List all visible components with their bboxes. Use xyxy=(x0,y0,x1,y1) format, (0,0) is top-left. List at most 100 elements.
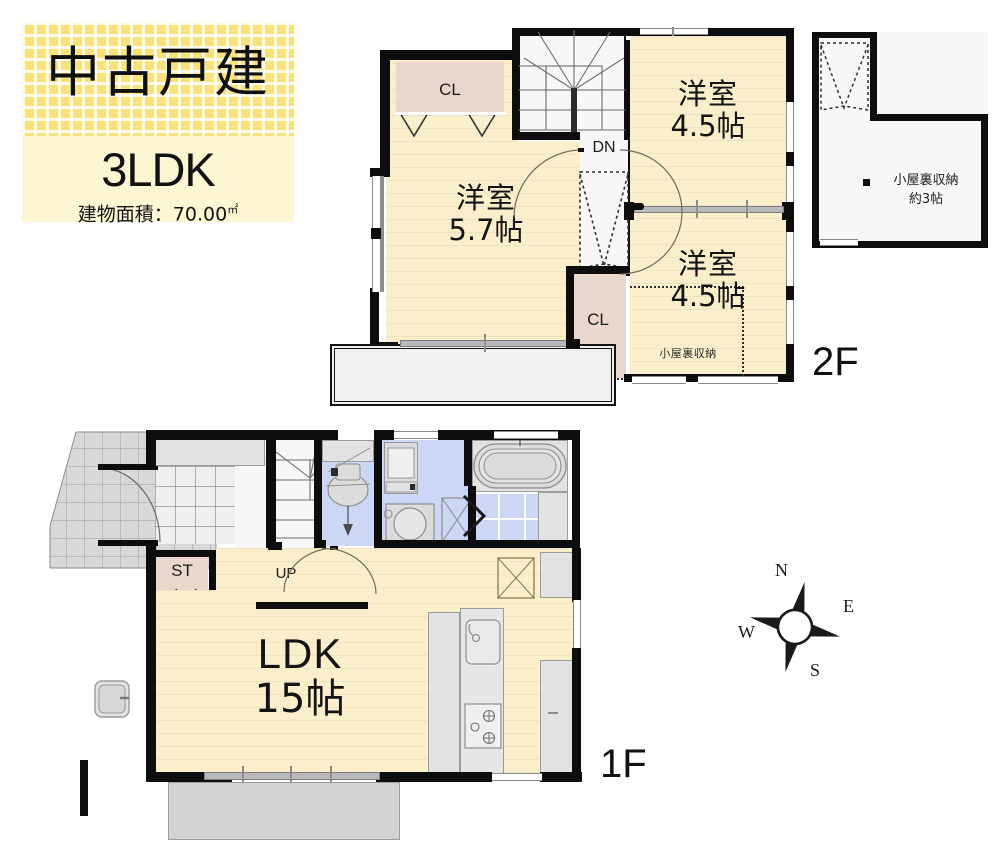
attic-window xyxy=(820,239,858,246)
wall-toilet-bottom xyxy=(314,540,326,548)
cabinet-handle xyxy=(548,712,558,714)
attic-inline-label: 小屋裏収納 xyxy=(659,347,717,360)
bedroom-45u-size: 4.5帖 xyxy=(670,109,746,144)
wall-2f-b xyxy=(380,50,390,176)
room-ldk xyxy=(156,590,578,780)
label-bedroom-45-lower: 洋室 4.5帖 xyxy=(630,248,786,313)
wall-45-right-b xyxy=(786,152,794,166)
badge-area-value: 建物面積：70.00 xyxy=(77,203,228,226)
attic-unit-body xyxy=(812,32,988,248)
window-1f-right xyxy=(573,600,581,652)
outdoor-sink-icon xyxy=(94,680,130,718)
shoe-cabinet xyxy=(155,438,265,466)
terrace-door-mark-b xyxy=(290,766,292,784)
attic-wall-right xyxy=(981,114,988,248)
partition-mark-b xyxy=(746,200,748,218)
window-bathroom xyxy=(494,431,558,439)
floor-label-2f: 2F xyxy=(812,340,859,384)
window-2f-left-lower xyxy=(372,238,381,292)
wall-1f-right-a xyxy=(572,548,581,602)
cabinet-1f-upper xyxy=(540,552,574,598)
window-mullion-45top xyxy=(672,27,674,36)
bathtub xyxy=(473,440,567,489)
wall-1f-hall-right xyxy=(266,430,276,550)
window-45-bottom-a xyxy=(632,376,686,384)
door-swing-toilet xyxy=(321,548,377,595)
closet-mid-label: CL xyxy=(587,310,609,329)
bedroom-45l-size: 4.5帖 xyxy=(670,279,746,314)
wall-2f-d xyxy=(370,168,379,177)
stairs-dn-label: DN xyxy=(592,139,616,156)
wall-1f-left-main xyxy=(146,588,156,780)
label-bedroom-45-upper: 洋室 4.5帖 xyxy=(630,78,786,143)
badge-title: 中古戸建 xyxy=(46,41,270,104)
wall-stair-right xyxy=(624,28,632,276)
window-45-lower xyxy=(786,232,794,288)
attic-wall-top xyxy=(812,32,876,38)
door-swing-stairs-1f xyxy=(283,548,337,593)
room-bedroom-45-lower xyxy=(630,218,786,378)
attic-unit-label: 小屋裏収納 約3帖 xyxy=(876,172,976,210)
bedroom-45u-name: 洋室 xyxy=(677,77,738,111)
kitchen-sink xyxy=(465,619,501,665)
storage-st xyxy=(156,556,208,590)
wall-st-top xyxy=(150,550,216,557)
wall-1f-right-b xyxy=(572,648,581,780)
label-bedroom-57: 洋室 5.7帖 xyxy=(396,182,576,247)
toilet-fixture xyxy=(325,447,371,536)
compass-rose xyxy=(750,582,840,672)
attic-wall-step-v xyxy=(870,32,877,120)
ldk-name: LDK xyxy=(257,630,343,677)
bedroom-57-name: 洋室 xyxy=(455,181,516,215)
wall-bath-left xyxy=(468,486,476,548)
wall-1f-bottom-b xyxy=(376,772,492,782)
wall-1f-left-a xyxy=(146,430,156,470)
property-badge: 中古戸建 3LDK 建物面積：70.00㎡ xyxy=(22,22,294,224)
room-bedroom-45-upper xyxy=(630,36,786,218)
washing-machine xyxy=(384,503,435,545)
compass-east-label: E xyxy=(843,596,854,616)
wall-1f-bottom-a xyxy=(146,772,232,782)
terrace-deck xyxy=(168,782,400,840)
balcony-2f-rail xyxy=(334,348,612,402)
partition-post-right xyxy=(782,202,794,220)
window-45-top xyxy=(640,28,708,35)
partition-mark-a xyxy=(696,200,698,218)
boundary-post-icon xyxy=(80,760,88,816)
closet-top-2f xyxy=(396,62,504,116)
wall-stair-bottom xyxy=(512,132,580,140)
window-45-mid xyxy=(786,166,794,210)
wall-1f-top-a xyxy=(146,430,266,440)
kitchen-counter xyxy=(428,612,460,774)
attic-wall-left xyxy=(812,32,819,248)
wall-bath-bottom xyxy=(466,540,578,548)
compass-south-label: S xyxy=(810,660,821,680)
balcony-door-post xyxy=(566,339,580,348)
attic-bullet-icon xyxy=(863,179,870,186)
balcony-door-2f xyxy=(400,340,572,347)
badge-area-unit: ㎡ xyxy=(227,203,239,216)
bedroom-45l-name: 洋室 xyxy=(677,247,738,281)
wall-2f-c xyxy=(370,168,390,177)
badge-area: 建物面積：70.00㎡ xyxy=(22,204,294,224)
wall-45-right-d xyxy=(786,286,794,302)
attic-unit-name: 小屋裏収納 xyxy=(893,173,959,188)
wall-st-right xyxy=(209,550,216,590)
ldk-size: 15帖 xyxy=(254,676,346,723)
genkan-tile xyxy=(155,466,235,544)
label-ldk: LDK 15帖 xyxy=(200,630,400,722)
partition-post-left xyxy=(624,202,634,220)
wall-stair-top xyxy=(512,28,632,36)
attic-inline-dash-h xyxy=(630,286,744,288)
window-45-bottom-b xyxy=(698,376,778,384)
wall-1f-bottom-c xyxy=(540,772,582,782)
toilet-tank xyxy=(322,440,374,462)
attic-hatch-icon xyxy=(820,42,869,111)
entry-door-swing xyxy=(101,467,161,543)
wall-closet-mid-top xyxy=(566,266,630,274)
badge-plan-type: 3LDK xyxy=(101,143,216,196)
floor-hatch-icon xyxy=(497,557,535,599)
washbasin-detail xyxy=(385,447,417,493)
wall-2f-e xyxy=(370,288,379,350)
wall-45-right-c xyxy=(786,208,794,232)
